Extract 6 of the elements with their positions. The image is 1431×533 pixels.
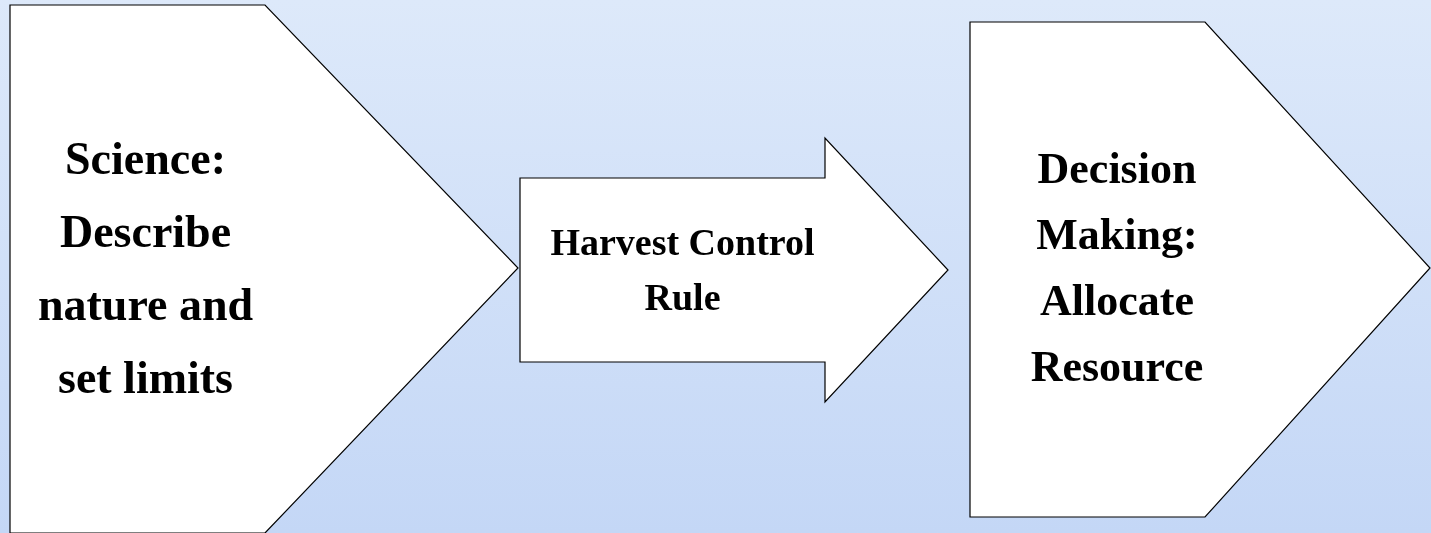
node-text: Decision Making: Allocate Resource: [1029, 143, 1205, 393]
block-arrow: [519, 136, 949, 404]
pentagon-box: [970, 22, 1430, 517]
pentagon-box: [10, 5, 518, 533]
node-text: Science: Describe nature and set limits: [36, 132, 255, 405]
edge-label: Harvest Control Rule: [549, 220, 816, 320]
